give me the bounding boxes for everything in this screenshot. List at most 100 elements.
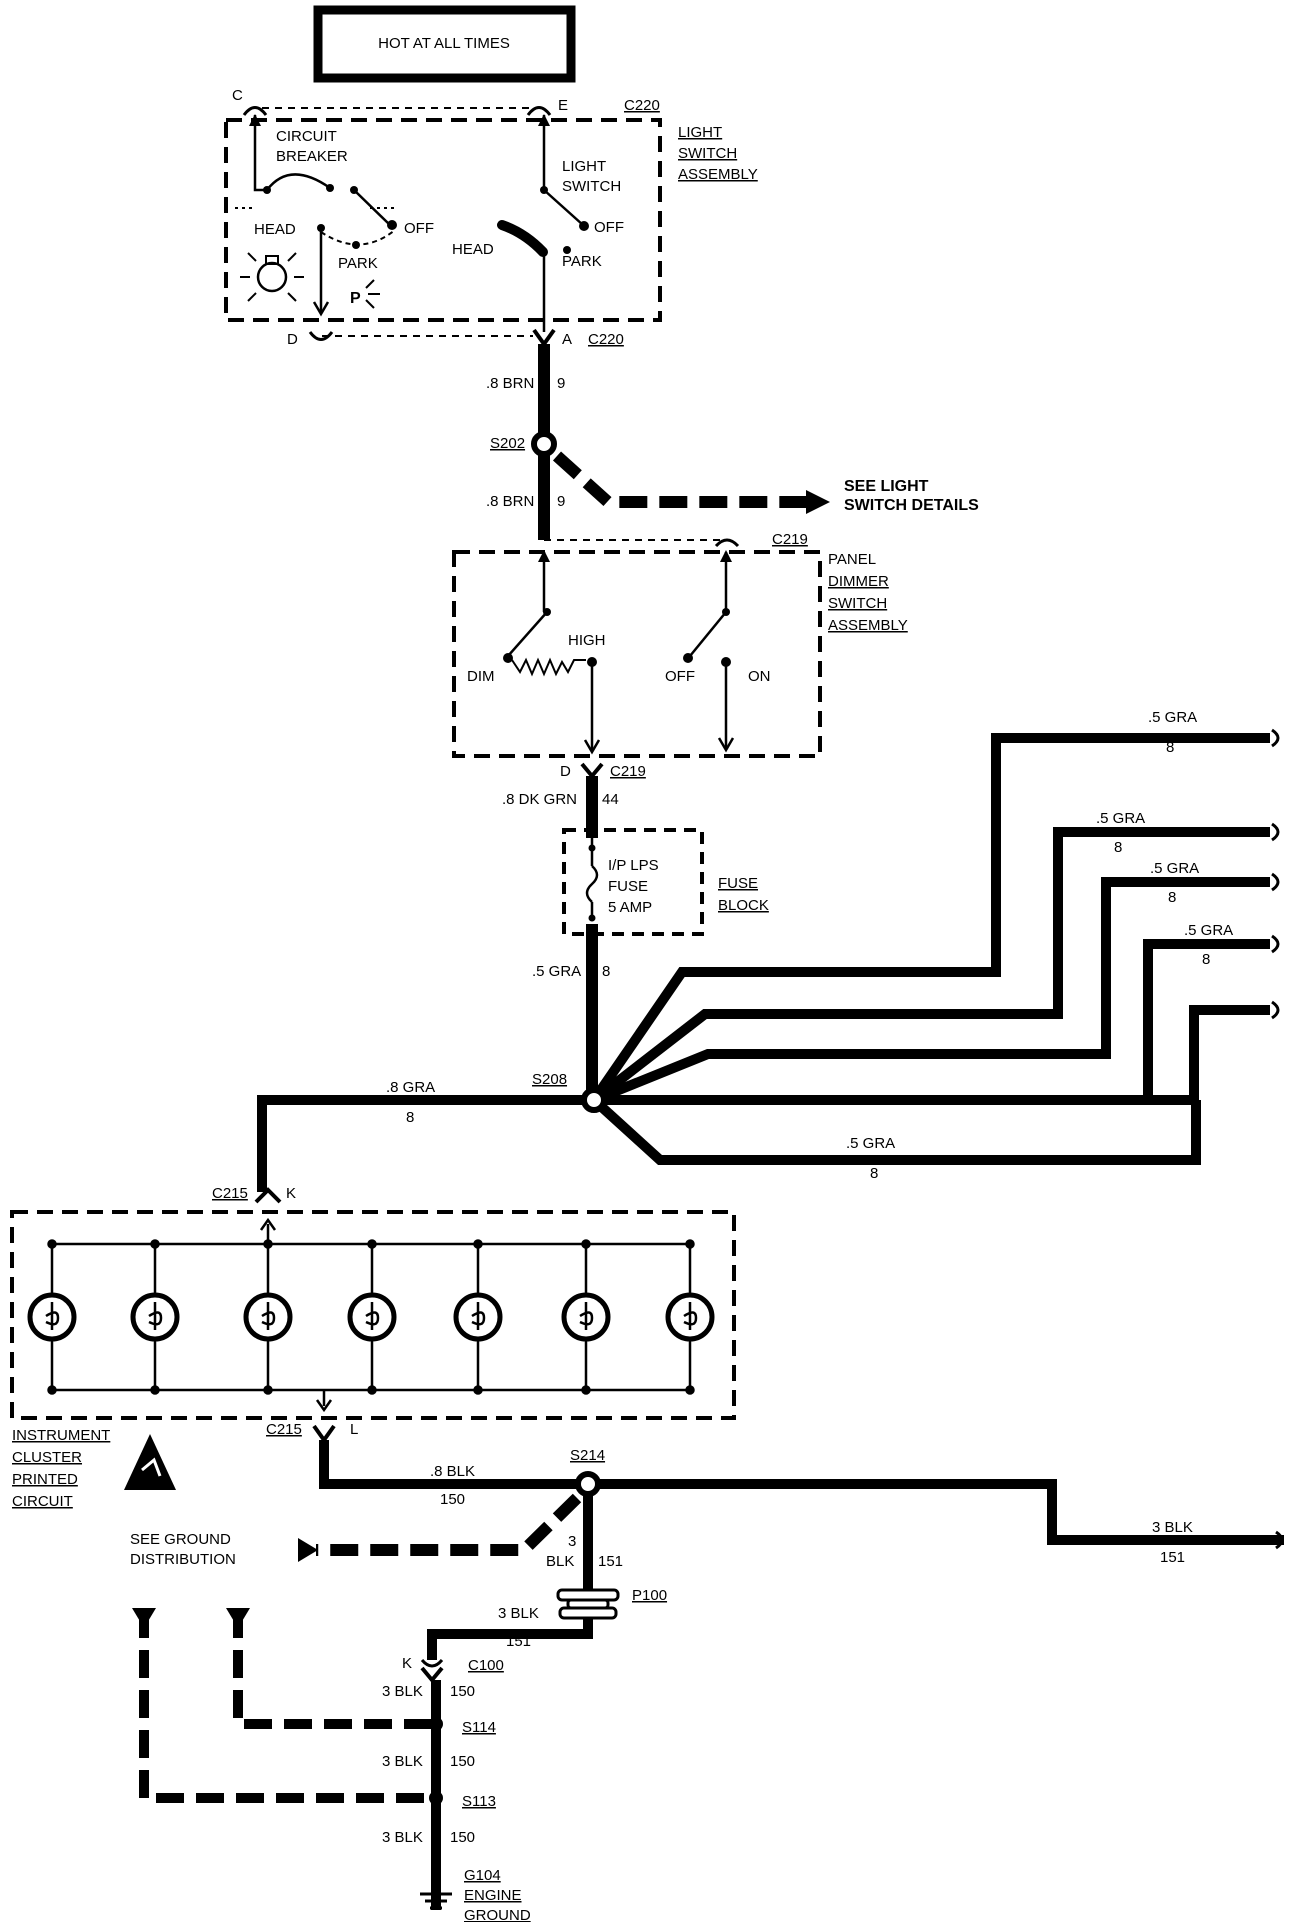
blk3-seg3-size: 3 BLK — [382, 1829, 423, 1846]
esd-warning-icon — [124, 1434, 176, 1490]
dkgrn-size: .8 DK GRN — [502, 791, 577, 808]
ground-label: GROUND — [464, 1907, 531, 1922]
brn-circuit-bottom: 9 — [557, 493, 565, 510]
blk3-p100-size: 3 BLK — [498, 1605, 539, 1622]
p100-label: P100 — [632, 1587, 667, 1604]
cluster-title-3: PRINTED — [12, 1471, 78, 1488]
brn-size-top: .8 BRN — [486, 375, 534, 392]
off-label-left: OFF — [404, 220, 434, 237]
blk3-seg1-size: 3 BLK — [382, 1683, 423, 1700]
cluster-title-4: CIRCUIT — [12, 1493, 73, 1510]
gra-branch-1-size: .5 GRA — [1148, 709, 1197, 726]
fuse-section: .8 DK GRN 44 I/P LPS FUSE 5 AMP FUSE BLO… — [502, 776, 769, 1100]
park-symbol: P — [350, 290, 361, 307]
brn-circuit-top: 9 — [557, 375, 565, 392]
fuse-line-1: I/P LPS — [608, 857, 659, 874]
dimmer-title-3: SWITCH — [828, 595, 887, 612]
brn-size-bottom: .8 BRN — [486, 493, 534, 510]
cluster-terminal-k: K — [286, 1185, 296, 1202]
park-label-left: PARK — [338, 255, 378, 272]
park-label-right: PARK — [562, 253, 602, 270]
instrument-cluster: C215 K C215 L INSTRUMENT CLUST — [10, 1185, 736, 1510]
fuse-line-3: 5 AMP — [608, 899, 652, 916]
dimmer-title-1: PANEL — [828, 551, 876, 568]
terminal-a: A — [562, 331, 572, 348]
c220-bottom-label: C220 — [588, 331, 624, 348]
brown-wire-section: .8 BRN 9 S202 .8 BRN 9 SEE LIGHT SWITCH … — [486, 344, 979, 540]
light-switch-title-3: ASSEMBLY — [678, 166, 758, 183]
hot-at-all-times-box: HOT AT ALL TIMES — [313, 5, 576, 83]
panel-dimmer-switch-assembly: C219 DIM HIGH OFF ON PANEL DIMMER SWITCH… — [452, 531, 908, 780]
cluster-title-1: INSTRUMENT — [12, 1427, 110, 1444]
gra-branch-2-circuit: 8 — [1114, 839, 1122, 856]
fuse-block-1: FUSE — [718, 875, 758, 892]
c219-bottom-label: C219 — [610, 763, 646, 780]
blk3-right-size: 3 BLK — [1152, 1519, 1193, 1536]
c215-top-label: C215 — [212, 1185, 248, 1202]
blk3-vertical-circuit: 151 — [598, 1553, 623, 1570]
gra-branch-3-circuit: 8 — [1168, 889, 1176, 906]
blk3-p100-circuit: 151 — [506, 1633, 531, 1650]
blk3-right-circuit: 151 — [1160, 1549, 1185, 1566]
cluster-title-2: CLUSTER — [12, 1449, 82, 1466]
light-switch-title-2: SWITCH — [678, 145, 737, 162]
gra-branch-1-circuit: 8 — [1166, 739, 1174, 756]
blk3-seg2-circuit: 150 — [450, 1753, 475, 1770]
s113-label: S113 — [462, 1793, 496, 1810]
circuit-breaker-line-1: CIRCUIT — [276, 128, 337, 145]
blk3-seg1-circuit: 150 — [450, 1683, 475, 1700]
hot-at-all-times-label: HOT AT ALL TIMES — [378, 35, 510, 52]
branch-labels: .5 GRA 8 .5 GRA 8 .5 GRA 8 .5 GRA 8 .5 G… — [386, 709, 1233, 1182]
gra-branch-6-size: .5 GRA — [846, 1135, 895, 1152]
see-light-details-1: SEE LIGHT — [844, 478, 929, 495]
s214-label: S214 — [570, 1447, 605, 1464]
c219-top-label: C219 — [772, 531, 808, 548]
fuse-line-2: FUSE — [608, 878, 648, 895]
terminal-c: C — [232, 87, 243, 104]
light-switch-title-1: LIGHT — [678, 124, 722, 141]
c100-label: C100 — [468, 1657, 504, 1674]
blk3-vertical-top: 3 — [568, 1533, 576, 1550]
s114-label: S114 — [462, 1719, 496, 1736]
c100-terminal-k: K — [402, 1655, 412, 1672]
dimmer-on-label: ON — [748, 668, 771, 685]
gra-circuit-main: 8 — [602, 963, 610, 980]
dkgrn-circuit: 44 — [602, 791, 619, 808]
dimmer-title-4: ASSEMBLY — [828, 617, 908, 634]
s214-splice — [575, 1471, 601, 1497]
gra-branch-4-size: .5 GRA — [1184, 922, 1233, 939]
gra-branch-6-circuit: 8 — [870, 1165, 878, 1182]
gra-branch-2-size: .5 GRA — [1096, 810, 1145, 827]
gra-branch-3-size: .5 GRA — [1150, 860, 1199, 877]
off-label-right: OFF — [594, 219, 624, 236]
blk8-circuit: 150 — [440, 1491, 465, 1508]
blk3-seg2-size: 3 BLK — [382, 1753, 423, 1770]
s208-splice — [581, 1087, 607, 1113]
dimmer-off-label: OFF — [665, 668, 695, 685]
gra-branch-4-circuit: 8 — [1202, 951, 1210, 968]
light-switch-assembly: C E D A C220 C220 P — [224, 87, 758, 348]
head-label-right: HEAD — [452, 241, 494, 258]
ground-icon — [420, 1892, 452, 1910]
dimmer-title-2: DIMMER — [828, 573, 889, 590]
s208-branches — [257, 733, 1270, 1192]
c215-bottom-label: C215 — [266, 1421, 302, 1438]
s202-label: S202 — [490, 435, 525, 452]
blk8-size: .8 BLK — [430, 1463, 475, 1480]
branch-ends — [1271, 728, 1280, 1020]
cluster-bulbs — [27, 1239, 715, 1395]
gra8-circuit: 8 — [406, 1109, 414, 1126]
dim-label: DIM — [467, 668, 495, 685]
gra-size-main: .5 GRA — [532, 963, 581, 980]
c220-top-label: C220 — [624, 97, 660, 114]
g104-label: G104 — [464, 1867, 501, 1884]
blk3-seg3-circuit: 150 — [450, 1829, 475, 1846]
light-switch-line-2: SWITCH — [562, 178, 621, 195]
gra8-size: .8 GRA — [386, 1079, 435, 1096]
see-light-details-2: SWITCH DETAILS — [844, 497, 979, 514]
see-ground-dist-1: SEE GROUND — [130, 1531, 231, 1548]
cluster-terminal-l: L — [350, 1421, 358, 1438]
blk3-vertical-word: BLK — [546, 1553, 574, 1570]
terminal-e: E — [558, 97, 568, 114]
